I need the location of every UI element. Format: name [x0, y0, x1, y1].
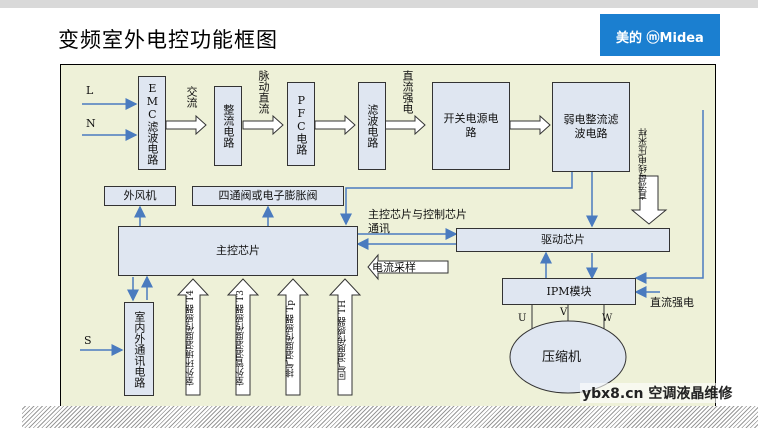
filter-box: 滤波电路	[358, 82, 386, 170]
hollow-arrow-1	[165, 114, 207, 136]
hollow-arrow-down	[630, 175, 668, 225]
main-chip-box: 主控芯片	[118, 226, 358, 276]
smps-box: 开关电源电路	[432, 82, 510, 170]
hollow-arrow-tp	[276, 278, 310, 396]
compressor-shape	[509, 320, 627, 394]
hollow-arrow-t4	[176, 278, 210, 396]
hollow-arrow-t3	[226, 278, 260, 396]
input-n-label: N	[86, 117, 96, 130]
pfc-box: PFC电路	[287, 82, 315, 166]
weak-rectifier-box: 弱电整流滤波电路	[552, 82, 630, 172]
pin-w: W	[602, 313, 613, 324]
watermark: ybx8.cn 空调液晶维修	[580, 383, 735, 403]
sensor-th-label: 回气温度传感器 TH	[338, 300, 348, 380]
logo-cn: 美的	[616, 31, 643, 46]
label-ac: 交流	[185, 86, 198, 108]
hollow-arrow-2	[242, 114, 284, 136]
compressor-label: 压缩机	[542, 350, 582, 365]
midea-logo	[600, 14, 720, 56]
label-dc-high: 直流强电	[401, 70, 414, 114]
label-pulsing-dc: 脉动直流	[257, 70, 270, 114]
driver-chip-box: 驱动芯片	[456, 228, 670, 252]
input-s-label: S	[84, 334, 92, 347]
arrow-weak-to-main	[340, 172, 573, 226]
label-dc-high-2: 直流强电	[650, 296, 694, 309]
sensor-tp-label: 排气温度传感器 Tp	[286, 300, 296, 378]
slide-title: 变频室外电控功能框图	[58, 28, 278, 52]
outdoor-fan-box: 外风机	[104, 186, 176, 206]
label-current-sample: 电流采样	[372, 261, 416, 274]
top-bar	[0, 0, 758, 8]
pin-u: U	[518, 313, 527, 324]
midea-logo-text: 美的 ⓜMidea	[616, 31, 704, 46]
pin-v: V	[560, 307, 568, 318]
emc-filter-box: EMC滤波电路	[138, 76, 166, 170]
footer-stripe	[22, 406, 758, 428]
rectifier-box: 整流电路	[214, 86, 242, 166]
input-l-label: L	[86, 84, 94, 97]
hollow-arrow-5	[509, 114, 551, 136]
hollow-arrow-current	[367, 253, 449, 281]
hollow-arrow-4	[384, 114, 426, 136]
indoor-comm-box: 室内外通讯电路	[124, 302, 154, 396]
sensor-t3-label: 室外管温温度传感器 T3	[236, 290, 246, 386]
ipm-module-box: IPM模块	[502, 278, 636, 305]
label-bus-voltage-sample: 直流母线电压采样	[639, 128, 649, 200]
arrow-dc-to-ipm	[634, 110, 704, 284]
valve-box: 四通阀或电子膨胀阀	[192, 186, 344, 206]
hollow-arrow-3	[314, 114, 356, 136]
logo-brand: Midea	[659, 31, 704, 46]
hollow-arrow-th	[328, 278, 362, 396]
label-main-driver-comm: 主控芯片与控制芯片通讯	[368, 208, 467, 235]
sensor-t4-label: 室外环境温度传感器 T4	[186, 290, 196, 386]
